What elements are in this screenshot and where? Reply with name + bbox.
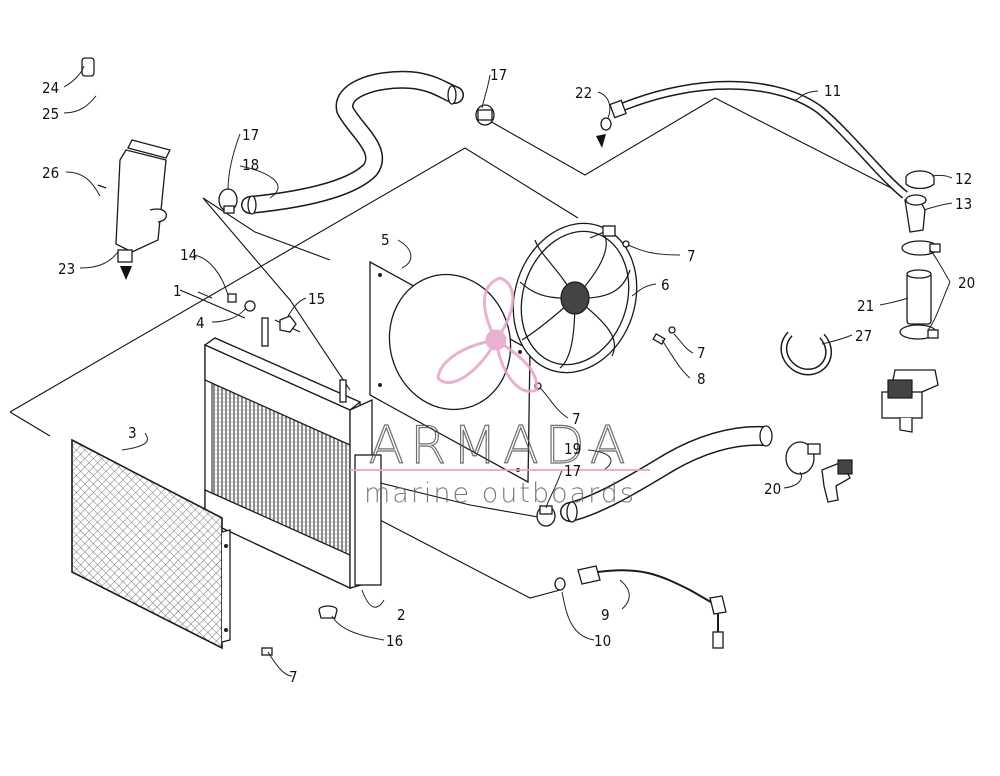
callout-19: 19 [564, 440, 581, 458]
callout-4: 4 [196, 314, 205, 332]
clamp-22 [596, 117, 612, 148]
callout-13: 13 [955, 195, 972, 213]
callout-22: 22 [575, 84, 592, 102]
fan-shroud [369, 260, 531, 484]
reservoir-cap-24 [81, 57, 95, 77]
callout-16: 16 [386, 632, 403, 650]
coolant-reservoir [81, 57, 171, 280]
callout-21: 21 [857, 297, 874, 315]
callout-14: 14 [180, 246, 197, 264]
clamp-27 [780, 331, 832, 376]
callout-18: 18 [242, 156, 259, 174]
callout-15: 15 [308, 290, 325, 308]
arrow-icon [596, 134, 606, 148]
arrow-icon [120, 266, 132, 280]
assembly-outline [9, 97, 906, 599]
callout-7b: 7 [697, 344, 706, 362]
mount-hardware [227, 293, 297, 333]
radiator [203, 317, 382, 590]
radiator-cap-12 [905, 170, 935, 190]
temp-sensor [554, 565, 727, 649]
watermark: ARMADA marine outboards [350, 276, 650, 509]
callout-17c: 17 [564, 462, 581, 480]
callout-7c: 7 [572, 410, 581, 428]
callout-3: 3 [128, 424, 137, 442]
callout-8: 8 [697, 370, 706, 388]
propeller-logo-icon [436, 276, 538, 393]
cooling-fan [512, 222, 638, 374]
leader-lines [63, 65, 953, 677]
callout-labels: 1 2 3 4 5 6 7 7 7 7 8 9 10 11 12 13 14 1… [42, 66, 975, 686]
callout-27: 27 [855, 327, 872, 345]
callout-25: 25 [42, 105, 59, 123]
watermark-brand: ARMADA [369, 416, 632, 476]
lower-hose [560, 425, 773, 523]
hose-clamp-17-upper-right [475, 104, 495, 126]
outlet-fitting [821, 459, 853, 503]
callout-24: 24 [42, 79, 59, 97]
callout-7a: 7 [687, 247, 696, 265]
radiator-screen [71, 438, 273, 656]
callout-10: 10 [594, 632, 611, 650]
callout-1: 1 [173, 282, 182, 300]
callout-11: 11 [824, 82, 841, 100]
callout-12: 12 [955, 170, 972, 188]
watermark-tagline: marine outboards [364, 478, 636, 509]
callout-5: 5 [381, 231, 390, 249]
callout-17a: 17 [490, 66, 507, 84]
callout-7d: 7 [289, 668, 298, 686]
callout-6: 6 [661, 276, 670, 294]
callout-20a: 20 [958, 274, 975, 292]
callout-26: 26 [42, 164, 59, 182]
drain-grommet [318, 605, 338, 619]
overflow-hose [609, 80, 908, 199]
callout-2: 2 [397, 606, 406, 624]
callout-9: 9 [601, 606, 610, 624]
callout-23: 23 [58, 260, 75, 278]
callout-17b: 17 [242, 126, 259, 144]
hose-clamp-17-upper-left [218, 188, 238, 214]
upper-hose [241, 70, 464, 215]
hose-clamp-20-lower [785, 441, 821, 475]
thermostat-assembly [881, 240, 941, 433]
callout-20b: 20 [764, 480, 781, 498]
hose-21 [906, 271, 932, 325]
hose-clamp-17-lower [536, 505, 556, 527]
filler-neck-13 [904, 194, 927, 233]
reservoir-tank [115, 149, 167, 253]
